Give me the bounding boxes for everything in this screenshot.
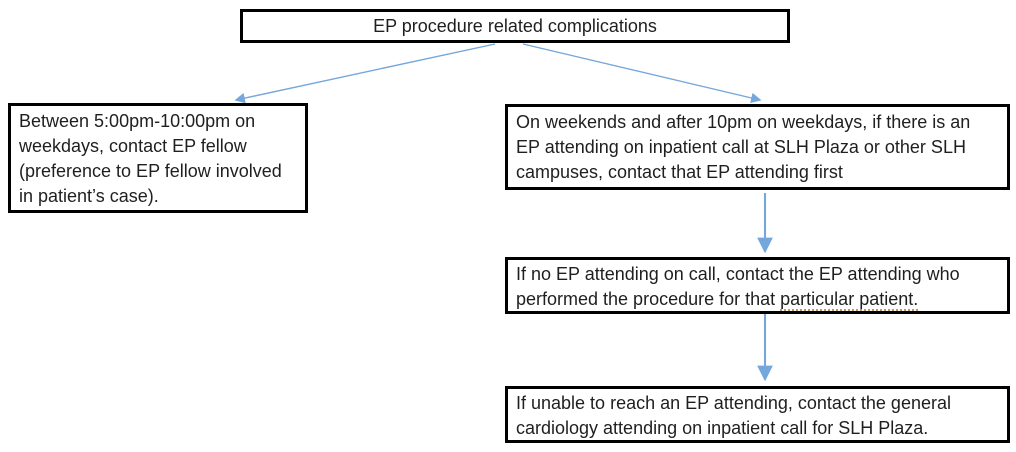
node-no-ep-attending-on-call: If no EP attending on call, contact the …	[505, 257, 1010, 314]
node-left-text: Between 5:00pm-10:00pm on weekdays, cont…	[19, 111, 282, 206]
node-root-complications: EP procedure related complications	[240, 9, 790, 43]
node-general-cardiology-fallback: If unable to reach an EP attending, cont…	[505, 386, 1010, 443]
node-right2-text: If no EP attending on call, contact the …	[516, 264, 960, 311]
node-right2-line1: If no EP attending on call, contact the …	[516, 264, 960, 284]
node-weekday-evening-ep-fellow: Between 5:00pm-10:00pm on weekdays, cont…	[8, 103, 308, 213]
root-to-right-arrow	[522, 43, 762, 104]
node-right3-text: If unable to reach an EP attending, cont…	[516, 393, 951, 438]
root-to-left-arrow	[234, 43, 496, 104]
node-root-text: EP procedure related complications	[373, 16, 657, 36]
node-weekend-ep-attending: On weekends and after 10pm on weekdays, …	[505, 104, 1010, 190]
node-right2-line2-before: performed the procedure for that	[516, 289, 781, 309]
node-right1-text: On weekends and after 10pm on weekdays, …	[516, 112, 971, 182]
node-right2-refinement-underlined-text: particular patient.	[780, 289, 919, 311]
